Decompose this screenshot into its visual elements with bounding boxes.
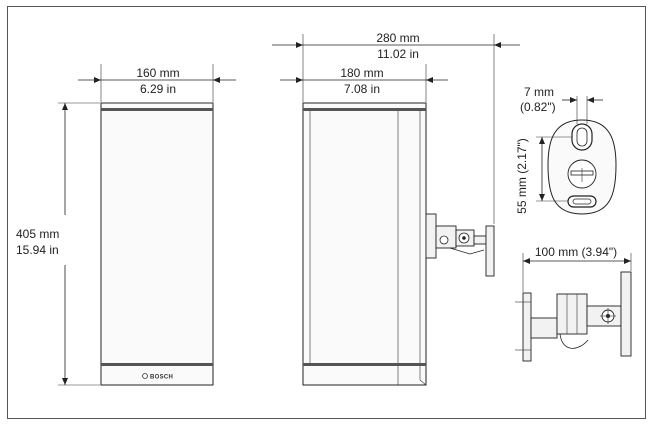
hole-spacing: 55 mm (2.17") [515,138,529,214]
front-height-in: 15.94 in [16,243,59,257]
wall-plate [620,271,632,357]
bottom-slot [567,195,597,208]
side-top-band [303,108,426,111]
front-top-band [101,108,213,111]
front-width-mm: 160 mm [136,66,179,80]
bracket-plate-view: 7 mm (0.82") 55 mm (2.17") [515,85,617,215]
overall-depth-mm: 280 mm [376,31,419,45]
body-depth-mm: 180 mm [340,66,383,80]
slot-width-mm: 7 mm [524,85,554,99]
side-view: 280 mm 11.02 in 180 mm 7.08 in [272,31,520,386]
front-height-mm: 405 mm [16,227,59,241]
hinge-block [556,293,588,335]
bosch-logo-text: BOSCH [150,375,173,381]
side-bracket [425,213,495,277]
speaker-mount-plate [522,292,532,362]
body-depth-in: 7.08 in [344,82,380,96]
slot-width-in: (0.82") [520,100,556,114]
front-view: BOSCH 160 mm 6.29 in 405 mm 15.94 in [16,64,236,386]
overall-depth-in: 11.02 in [377,47,419,61]
bracket-depth: 100 mm (3.94") [535,245,617,259]
speaker-side-body [302,102,427,386]
front-width-in: 6.29 in [140,82,176,96]
bracket-side-view: 100 mm (3.94") [515,245,632,362]
speaker-front-body [100,102,214,386]
bosch-logo-icon [142,373,148,379]
front-bottom-band [101,363,213,366]
side-bottom-band [303,363,426,366]
